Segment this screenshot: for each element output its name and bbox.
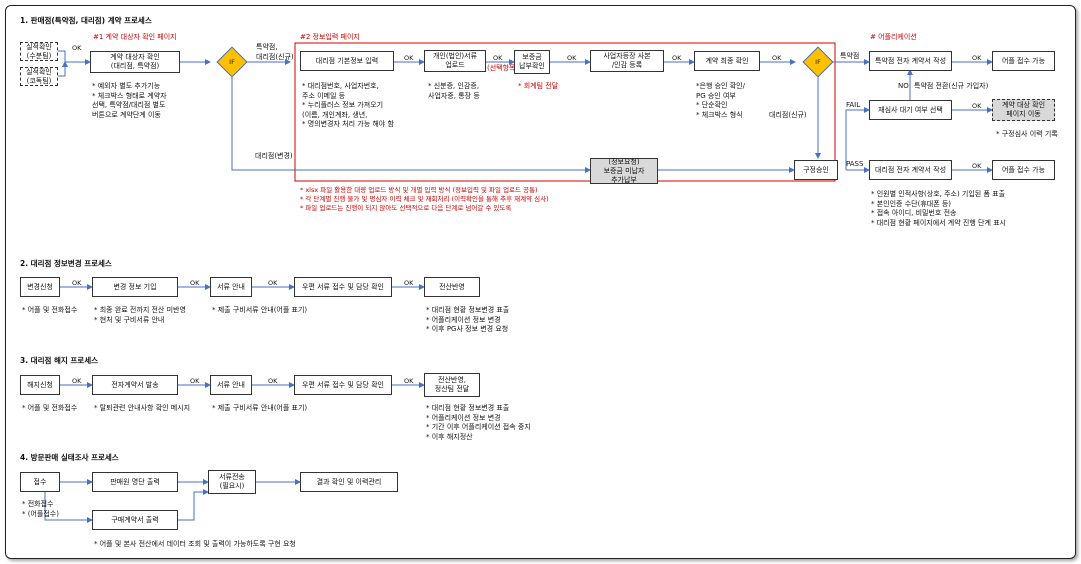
final-confirm-notes: *은행 승인 확인/ PG 승인 여부 * 단순확인 * 체크박스 형식 <box>696 82 745 119</box>
change-notes-1: * 어플 및 전화접수 <box>22 306 78 314</box>
final-confirm-box: 계약 최종 확인 <box>694 51 760 71</box>
app-available-box-2: 어플 접수 가능 <box>992 160 1055 180</box>
seller-list-box: 판매원 명단 출력 <box>92 472 178 492</box>
goto-target-page-box: 계약 대상 확인 페이지 이동 <box>992 99 1055 121</box>
change-info-box: 변경 정보 기입 <box>92 277 178 297</box>
section-title-contract: 1. 판매점(특약점, 대리점) 계약 프로세스 <box>20 16 152 25</box>
no-label: NO <box>898 82 909 90</box>
survey-receipt-box: 접수 <box>20 472 60 492</box>
fail-label: FAIL <box>846 101 861 109</box>
page-label-info: #2 정보입력 페이지 <box>300 33 360 41</box>
mail-receipt-box: 우편 서류 접수 및 담당 확인 <box>294 375 392 395</box>
basic-info-notes: * 대리점번호, 사업자번호, 주소 이메일 등 * 누리플러스 정보 가져오기… <box>302 82 394 128</box>
special-switch-note: 특약점 전환(신규 가입자) <box>914 82 989 90</box>
document-notes: * 신분증, 인감증, 사업자증, 통장 등 <box>428 82 480 100</box>
purchase-contract-box: 구매계약서 출력 <box>92 510 178 530</box>
change-notes-3: * 제출 구비서류 안내(어플 표기) <box>212 306 308 314</box>
diagram-frame <box>5 5 1076 559</box>
info-page-frame <box>294 42 836 182</box>
ok-label: OK <box>972 162 982 170</box>
ok-label: OK <box>268 377 278 385</box>
deposit-notes: * 회계팀 전달 <box>518 82 559 90</box>
section-title-survey: 4. 방문판매 실태조사 프로세스 <box>20 453 119 462</box>
if-label-2: IF <box>815 58 821 66</box>
termination-notes-1: * 어플 및 전화접수 <box>22 404 78 412</box>
ok-label: OK <box>190 279 200 287</box>
ok-label: OK <box>972 102 982 110</box>
system-apply-settle-box: 전산반영, 정산팀 전달 <box>424 373 480 397</box>
if-label-1: IF <box>229 58 235 66</box>
system-apply-box: 전산반영 <box>424 277 480 297</box>
page-label-app: # 어플리케이션 <box>870 33 917 41</box>
document-guide-box: 서류 안내 <box>210 375 252 395</box>
business-register-box: 사업자등장 사본 /인감 등록 <box>590 50 664 72</box>
agency-contract-notes: * 인원별 인적사항(상호, 주소) 기입된 폼 표출 * 본인인증 수단(휴대… <box>871 190 1006 227</box>
ok-label: OK <box>672 54 682 62</box>
result-history-box: 결과 확인 및 이력관리 <box>300 472 398 492</box>
red-notes: * xlsx 파일 활용한 대량 업로드 방식 및 개별 입력 방식 (정보입력… <box>300 186 549 212</box>
basic-info-box: 대리점 기본정보 입력 <box>300 51 394 71</box>
e-contract-send-box: 전자계약서 발송 <box>92 375 178 395</box>
page-label-target: #1 계약 대상자 확인 페이지 <box>93 33 177 41</box>
target-notes: * 예외자 별도 추가기능 * 체크박스 형태로 계약자 선택, 특약점/대리점… <box>92 82 167 119</box>
optional-label: (선택항목) <box>487 64 519 72</box>
survey-footnote: * 어플 및 본사 전산에서 데이터 조회 및 출력이 가능하도록 구현 요청 <box>94 540 296 548</box>
document-upload-box: 개인(법인)서류 업로드 <box>424 50 486 72</box>
survey-notes: * 전화접수 * (어플접수) <box>22 500 59 518</box>
ok-label: OK <box>972 54 982 62</box>
performance-box-1: 실적확인 (수분팀) <box>20 42 58 61</box>
ok-label: OK <box>190 377 200 385</box>
app-available-box-1: 어플 접수 가능 <box>992 51 1055 71</box>
change-request-box: 변경신청 <box>20 277 60 297</box>
termination-request-box: 해지신청 <box>20 375 60 395</box>
pass-label: PASS <box>846 160 864 168</box>
re-review-box: 재심사 대기 여부 선택 <box>869 100 952 120</box>
ok-label: OK <box>268 279 278 287</box>
change-notes-2: * 최종 완료 전까지 전산 미반영 * 현처 및 구비서류 안내 <box>94 306 186 324</box>
branch-label-change: 대리점(변경) <box>255 152 293 160</box>
ok-label: OK <box>404 54 414 62</box>
ok-label: OK <box>72 377 82 385</box>
section-title-termination: 3. 대리점 해지 프로세스 <box>20 356 99 365</box>
ok-label: OK <box>72 44 82 52</box>
special-contract-box: 특약점 전자 계약서 작성 <box>869 51 952 71</box>
termination-notes-3: * 제출 구비서류 안내(어플 표기) <box>212 404 308 412</box>
ok-label: OK <box>772 54 782 62</box>
ok-label: OK <box>493 54 503 62</box>
ok-label: OK <box>404 279 414 287</box>
agency-contract-box: 대리점 전자 계약서 작성 <box>869 160 952 180</box>
document-guide-box: 서류 안내 <box>210 277 252 297</box>
ok-label: OK <box>72 279 82 287</box>
deposit-unpaid-box: (정보요청) 보증금 미납자 추가납부 <box>590 158 658 184</box>
branch-label-new: 특약점, 대리점(신규) <box>256 43 294 61</box>
performance-box-2: 실적확인 (코독팀) <box>20 67 58 86</box>
review-approve-box: 구정승인 <box>794 160 838 180</box>
ok-label: OK <box>404 377 414 385</box>
termination-notes-5: * 대리점 현황 정보변경 표출 * 어플리케이션 정보 변경 * 기간 이후 … <box>426 404 531 441</box>
review-history-note: * 구정심사 이력 기록 <box>996 130 1058 138</box>
document-send-box: 서류전송 (필요시) <box>208 470 256 494</box>
change-notes-5: * 대리점 현황 정보변경 표출 * 어플리케이션 정보 변경 * 이후 PG사… <box>426 306 510 333</box>
section-title-info-change: 2. 대리점 정보변경 프로세스 <box>20 259 112 268</box>
branch-label-special: 특약점 <box>840 52 860 60</box>
termination-notes-2: * 탈퇴관련 안내사항 확인 메시지 <box>94 404 191 412</box>
branch-label-agency-new: 대리점(신규) <box>769 111 807 119</box>
deposit-check-box: 보증금 납부확인 <box>514 50 550 74</box>
target-confirm-box: 계약 대상자 확인 (대리점, 특약점) <box>90 51 180 73</box>
ok-label: OK <box>567 54 577 62</box>
mail-receipt-box: 우편 서류 접수 및 담당 확인 <box>294 277 392 297</box>
